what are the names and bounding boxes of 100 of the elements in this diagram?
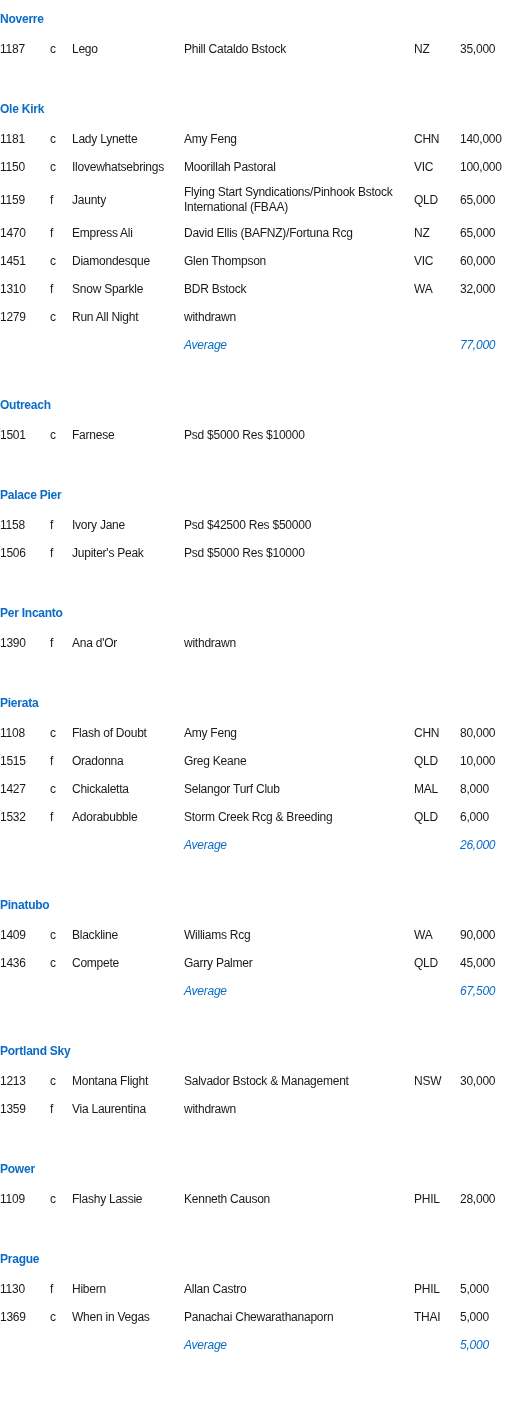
- section-heading: Power: [0, 1161, 35, 1177]
- horse-name: Flash of Doubt: [72, 725, 147, 741]
- sex-code: f: [50, 1101, 54, 1117]
- sex-code: c: [50, 309, 56, 325]
- section-heading: Portland Sky: [0, 1043, 71, 1059]
- horse-name: Montana Flight: [72, 1073, 149, 1089]
- section-heading: Palace Pier: [0, 487, 62, 503]
- location-code: QLD: [414, 809, 438, 825]
- buyer-name: Selangor Turf Club: [184, 781, 280, 797]
- section-heading: Ole Kirk: [0, 101, 45, 117]
- lot-number: 1451: [0, 253, 26, 269]
- buyer-name: Amy Feng: [184, 131, 237, 147]
- lot-number: 1369: [0, 1309, 26, 1325]
- location-code: NSW: [414, 1073, 442, 1089]
- sex-code: c: [50, 427, 56, 443]
- lot-number: 1390: [0, 635, 26, 651]
- sex-code: c: [50, 927, 56, 943]
- lot-number: 1436: [0, 955, 26, 971]
- average-label: Average: [184, 337, 227, 353]
- lot-number: 1181: [0, 131, 25, 147]
- horse-name: Adorabubble: [72, 809, 138, 825]
- buyer-name: David Ellis (BAFNZ)/Fortuna Rcg: [184, 225, 353, 241]
- section-heading: Per Incanto: [0, 605, 63, 621]
- price: 10,000: [460, 753, 496, 769]
- price: 35,000: [460, 41, 496, 57]
- price: 28,000: [460, 1191, 496, 1207]
- buyer-name: BDR Bstock: [184, 281, 247, 297]
- average-price: 67,500: [460, 983, 496, 999]
- horse-name: Compete: [72, 955, 119, 971]
- lot-number: 1159: [0, 192, 25, 208]
- sex-code: c: [50, 1309, 56, 1325]
- average-price: 26,000: [460, 837, 496, 853]
- buyer-name: Amy Feng: [184, 725, 237, 741]
- lot-number: 1310: [0, 281, 26, 297]
- sex-code: c: [50, 159, 56, 175]
- sex-code: f: [50, 809, 54, 825]
- location-code: MAL: [414, 781, 438, 797]
- horse-name: Ana d'Or: [72, 635, 118, 651]
- horse-name: Farnese: [72, 427, 115, 443]
- lot-number: 1150: [0, 159, 25, 175]
- sale-note: withdrawn: [184, 309, 236, 325]
- location-code: PHIL: [414, 1191, 440, 1207]
- sex-code: c: [50, 253, 56, 269]
- sale-note: withdrawn: [184, 635, 236, 651]
- location-code: WA: [414, 927, 433, 943]
- horse-name: Flashy Lassie: [72, 1191, 143, 1207]
- price: 65,000: [460, 225, 496, 241]
- average-price: 77,000: [460, 337, 496, 353]
- sale-note: Psd $42500 Res $50000: [184, 517, 312, 533]
- buyer-name: Panachai Chewarathanaporn: [184, 1309, 334, 1325]
- buyer-name: Kenneth Causon: [184, 1191, 271, 1207]
- location-code: VIC: [414, 159, 434, 175]
- horse-name: Empress Ali: [72, 225, 133, 241]
- sex-code: f: [50, 753, 54, 769]
- location-code: CHN: [414, 131, 440, 147]
- price: 5,000: [460, 1309, 489, 1325]
- lot-number: 1409: [0, 927, 26, 943]
- lot-number: 1506: [0, 545, 26, 561]
- lot-number: 1359: [0, 1101, 26, 1117]
- buyer-name: Garry Palmer: [184, 955, 253, 971]
- lot-number: 1279: [0, 309, 26, 325]
- average-price: 5,000: [460, 1337, 489, 1353]
- buyer-name: Phill Cataldo Bstock: [184, 41, 286, 57]
- horse-name: Blackline: [72, 927, 118, 943]
- sex-code: c: [50, 131, 56, 147]
- buyer-name: Storm Creek Rcg & Breeding: [184, 809, 333, 825]
- price: 45,000: [460, 955, 496, 971]
- sex-code: c: [50, 955, 56, 971]
- sale-note: Psd $5000 Res $10000: [184, 427, 305, 443]
- location-code: CHN: [414, 725, 440, 741]
- lot-number: 1109: [0, 1191, 25, 1207]
- average-label: Average: [184, 983, 227, 999]
- price: 30,000: [460, 1073, 496, 1089]
- price: 65,000: [460, 192, 496, 208]
- sex-code: f: [50, 635, 54, 651]
- average-label: Average: [184, 1337, 227, 1353]
- section-heading: Outreach: [0, 397, 51, 413]
- horse-name: Hibern: [72, 1281, 106, 1297]
- price: 60,000: [460, 253, 496, 269]
- sale-note: withdrawn: [184, 1101, 236, 1117]
- horse-name: Jaunty: [72, 192, 106, 208]
- lot-number: 1501: [0, 427, 26, 443]
- horse-name: Snow Sparkle: [72, 281, 144, 297]
- horse-name: Oradonna: [72, 753, 124, 769]
- price: 32,000: [460, 281, 496, 297]
- location-code: NZ: [414, 41, 430, 57]
- price: 90,000: [460, 927, 496, 943]
- horse-name: Run All Night: [72, 309, 139, 325]
- horse-name: Lego: [72, 41, 98, 57]
- horse-name: Chickaletta: [72, 781, 129, 797]
- sex-code: f: [50, 517, 54, 533]
- horse-name: Diamondesque: [72, 253, 150, 269]
- section-heading: Pierata: [0, 695, 39, 711]
- price: 5,000: [460, 1281, 489, 1297]
- location-code: QLD: [414, 955, 438, 971]
- horse-name: When in Vegas: [72, 1309, 150, 1325]
- sex-code: c: [50, 41, 56, 57]
- lot-number: 1108: [0, 725, 25, 741]
- location-code: QLD: [414, 753, 438, 769]
- sex-code: c: [50, 781, 56, 797]
